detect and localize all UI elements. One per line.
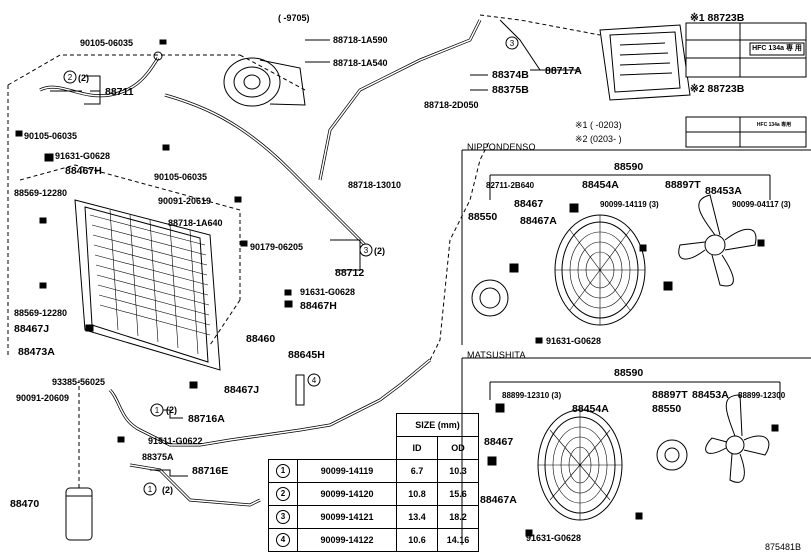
inner-diameter: 6.7 (396, 459, 438, 483)
note-2: ※2 (0203- ) (575, 134, 622, 144)
m-label-88590: 88590 (614, 367, 644, 379)
table-row: 4 90099-14122 10.6 14.16 (268, 528, 479, 552)
label-88645h: 88645H (288, 349, 325, 361)
label-90091-20609: 90091-20609 (16, 393, 70, 403)
label-88374b: 88374B (492, 69, 529, 81)
nd-label-91631-g0628: 91631-G0628 (546, 336, 602, 346)
label-88569-12280-a: 88569-12280 (14, 188, 68, 198)
hose-size-table: SIZE (mm) ID OD 1 90099-14119 6.7 10.3 2… (268, 413, 479, 552)
nd-label-88467a: 88467A (520, 215, 557, 227)
nd-label-88897t: 88897T (665, 179, 701, 191)
m-label-88467a: 88467A (480, 494, 517, 506)
label-88473a: 88473A (18, 346, 55, 358)
label-88718-1a640: 88718-1A640 (168, 218, 223, 228)
label-88723b-1: ※1 88723B (690, 12, 745, 24)
nd-label-82711-2b640: 82711-2B640 (486, 181, 535, 190)
label-88470: 88470 (10, 498, 40, 510)
table-row: 2 90099-14120 10.8 15.6 (268, 482, 479, 506)
svg-text:4: 4 (312, 376, 317, 385)
nd-label-90099-14119: 90099-14119 (3) (600, 200, 659, 209)
m-label-88467: 88467 (484, 436, 514, 448)
inner-diameter: 13.4 (396, 505, 438, 529)
label-88712: 88712 (335, 267, 365, 279)
nd-label-88454a: 88454A (582, 179, 619, 191)
label-91511-g0622: 91511-G0622 (148, 436, 203, 446)
nd-label-88590: 88590 (614, 161, 644, 173)
label-88718-2d050: 88718-2D050 (424, 100, 479, 110)
row-number: 1 (276, 464, 290, 478)
label-88718-1a590: 88718-1A590 (333, 35, 388, 45)
m-label-88899-12300: 88899-12300 (738, 391, 786, 400)
inner-diameter: 10.6 (396, 528, 438, 552)
outer-diameter: 15.6 (437, 482, 479, 506)
label-88375a: 88375A (142, 452, 174, 462)
row-number: 3 (276, 510, 290, 524)
label-88569-12280-b: 88569-12280 (14, 308, 68, 318)
label-90105-06035-b: 90105-06035 (24, 131, 78, 141)
part-number: 90099-14121 (297, 505, 397, 529)
nd-label-88467: 88467 (514, 198, 544, 210)
label-88375b: 88375B (492, 84, 529, 96)
m-label-88899-12310: 88899-12310 (3) (502, 391, 562, 400)
label-93385-56025: 93385-56025 (52, 377, 106, 387)
label-9705: ( -9705) (278, 13, 310, 23)
label-circle2-qty: (2) (78, 73, 89, 83)
label-88723b-2: ※2 88723B (690, 83, 745, 95)
size-table-col-od: OD (437, 436, 479, 460)
part-number: 90099-14122 (297, 528, 397, 552)
refrigerant-plate-small-text: HFC 134a 専用 (756, 122, 792, 128)
label-88460: 88460 (246, 333, 276, 345)
label-88717a: 88717A (545, 65, 582, 77)
table-row: 1 90099-14119 6.7 10.3 (268, 459, 479, 483)
label-91631-g0628-b: 91631-G0628 (300, 287, 356, 297)
nd-label-88453a: 88453A (705, 185, 742, 197)
row-number: 4 (276, 533, 290, 547)
label-88467j-b: 88467J (224, 384, 260, 396)
section-title-nippondenso: NIPPONDENSO (467, 142, 536, 152)
label-91631-g0628-a: 91631-G0628 (55, 151, 111, 161)
label-90105-06035-a: 90105-06035 (80, 38, 134, 48)
label-circle1-qty-a: (2) (166, 405, 177, 415)
nd-label-90099-04117: 90099-04117 (3) (732, 200, 791, 209)
label-circle3-qty: (2) (374, 246, 385, 256)
table-row: 3 90099-14121 13.4 18.2 (268, 505, 479, 529)
label-90179-06205: 90179-06205 (250, 242, 304, 252)
label-circle1-qty-b: (2) (162, 485, 173, 495)
label-88716e: 88716E (192, 465, 229, 477)
size-table-col-id: ID (396, 436, 438, 460)
section-title-matsushita: MATSUSHITA (467, 350, 526, 360)
label-88711: 88711 (105, 86, 134, 98)
m-label-88454a: 88454A (572, 403, 609, 415)
outer-diameter: 18.2 (437, 505, 479, 529)
svg-text:1: 1 (148, 485, 153, 494)
label-88718-1a540: 88718-1A540 (333, 58, 388, 68)
m-label-88453a: 88453A (692, 389, 729, 401)
outer-diameter: 14.16 (437, 528, 479, 552)
size-table-title: SIZE (mm) (396, 413, 479, 437)
label-88716a: 88716A (188, 413, 225, 425)
inner-diameter: 10.8 (396, 482, 438, 506)
part-number: 90099-14120 (297, 482, 397, 506)
label-90091-20619: 90091-20619 (158, 196, 212, 206)
svg-text:3: 3 (510, 39, 515, 48)
label-88718-13010: 88718-13010 (348, 180, 402, 190)
svg-text:2: 2 (68, 73, 73, 82)
label-90105-06035-c: 90105-06035 (154, 172, 208, 182)
note-1: ※1 ( -0203) (575, 120, 622, 130)
m-label-88550: 88550 (652, 403, 682, 415)
part-number: 90099-14119 (297, 459, 397, 483)
outer-diameter: 10.3 (437, 459, 479, 483)
svg-text:1: 1 (155, 406, 160, 415)
m-label-88897t: 88897T (652, 389, 688, 401)
m-label-91631-g0628: 91631-G0628 (526, 533, 582, 543)
nd-label-88550: 88550 (468, 211, 498, 223)
diagram-reference-number: 875481B (764, 542, 801, 552)
refrigerant-plate-text: HFC 134a 専 用 (752, 45, 802, 52)
label-88467h-a: 88467H (65, 165, 102, 177)
label-88467h-b: 88467H (300, 300, 337, 312)
row-number: 2 (276, 487, 290, 501)
label-88467j-a: 88467J (14, 323, 50, 335)
svg-text:3: 3 (364, 246, 369, 255)
